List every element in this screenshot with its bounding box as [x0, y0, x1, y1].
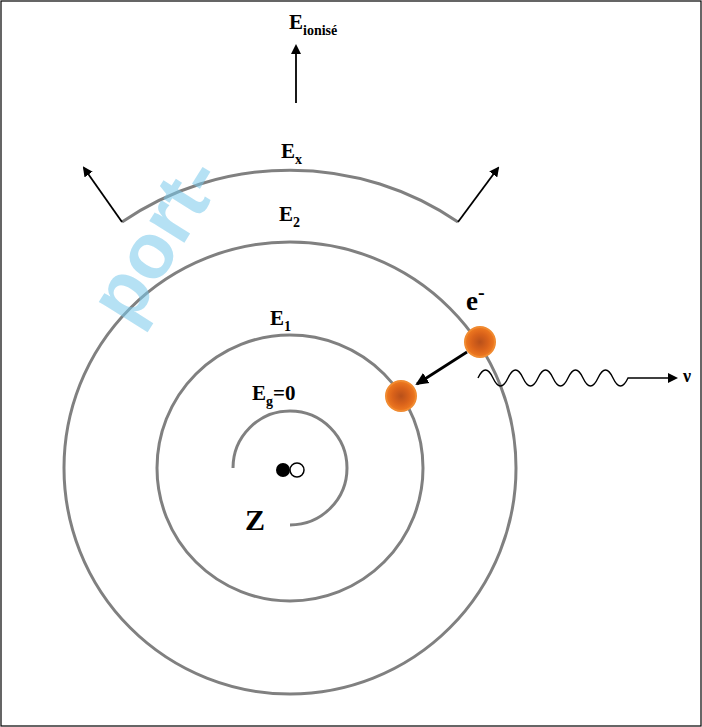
energy-subscript: ionisé: [303, 23, 337, 39]
energy-subscript: 2: [293, 215, 300, 231]
energy-subscript: g: [266, 394, 273, 410]
label-group: ν: [683, 366, 691, 387]
label-group: Ex: [281, 139, 302, 164]
label-group: Eg=0: [252, 381, 295, 406]
watermark: port-: [70, 139, 241, 338]
energy-symbol: E: [281, 139, 295, 164]
energy-symbol: E: [270, 306, 284, 331]
electron: [465, 327, 495, 357]
energy-symbol: E: [252, 381, 266, 406]
label-group: E1: [270, 306, 291, 331]
electron-symbol: e: [466, 286, 478, 317]
orbit-e1: [157, 335, 423, 601]
label-group: Eionisé: [289, 10, 337, 35]
label-group: e-: [466, 286, 485, 317]
energy-symbol: E: [279, 202, 293, 227]
energy-value: =0: [273, 381, 295, 406]
label-group: Z: [245, 503, 265, 537]
energy-symbol: E: [289, 10, 303, 35]
energy-subscript: x: [295, 152, 302, 168]
charge-sign: -: [478, 281, 485, 304]
photon-wave: [478, 370, 676, 386]
ionisation-arrow: [295, 46, 297, 103]
energy-subscript: 1: [284, 319, 291, 335]
frequency-symbol: ν: [683, 366, 691, 387]
transition-arrow: [417, 352, 467, 384]
label-group: E2: [279, 202, 300, 227]
atomic-number: Z: [245, 503, 265, 537]
escape-arrow: [458, 168, 498, 222]
nucleus-particle: [276, 463, 290, 477]
electron: [386, 381, 416, 411]
nucleus-particle: [290, 463, 304, 477]
